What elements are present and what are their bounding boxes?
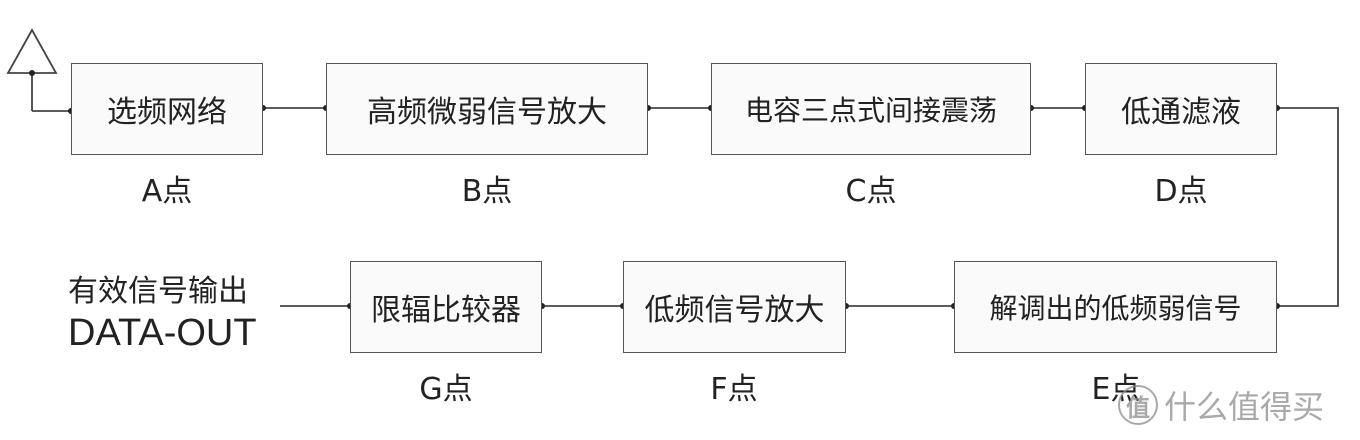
watermark: 值 什么值得买 [1118,382,1324,428]
block-d: 低通滤液 [1085,63,1277,155]
point-label-b: B点 [461,174,513,209]
block-c: 电容三点式间接震荡 [711,63,1031,155]
watermark-text: 什么值得买 [1164,388,1325,426]
block-e: 解调出的低频弱信号 [954,261,1277,353]
block-b: 高频微弱信号放大 [326,63,648,155]
point-label-a: A点 [141,174,193,209]
junction-dot [29,70,35,76]
point-label-d: D点 [1154,174,1208,209]
d-to-e-line [1277,107,1339,307]
point-label-c: C点 [845,174,897,209]
output-signal-name: DATA-OUT [68,312,257,354]
block-a: 选频网络 [71,63,263,155]
point-label-g: G点 [419,372,473,407]
antenna-icon [6,28,58,74]
watermark-logo-icon: 值 [1118,385,1158,425]
block-g: 限辐比较器 [350,261,542,353]
point-label-f: F点 [710,372,758,407]
block-f: 低频信号放大 [623,261,846,353]
output-label: 有效信号输出 [68,274,248,309]
